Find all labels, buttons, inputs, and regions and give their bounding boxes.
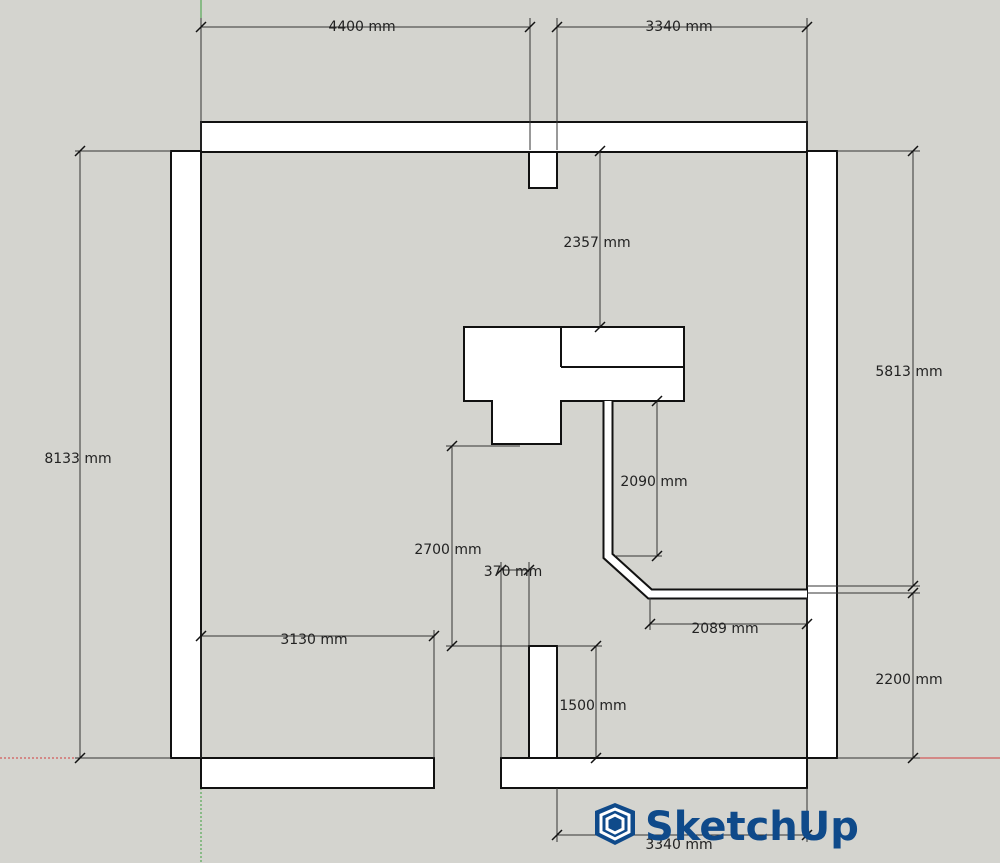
sketchup-logo-text: SketchUp [645,804,859,850]
wall-top[interactable] [200,121,808,153]
duct-inner [604,401,807,598]
central-block [463,326,685,445]
dim-top-right[interactable]: 3340 mm [645,19,712,35]
dim-duct-vertical[interactable]: 2090 mm [620,474,687,490]
dim-opening-width[interactable]: 370 mm [484,564,542,580]
dim-top-to-block[interactable]: 2357 mm [563,235,630,251]
dim-diag-height[interactable]: 2700 mm [414,542,481,558]
walls [170,121,838,789]
wall-left[interactable] [170,150,202,759]
dim-bottom-left[interactable]: 3130 mm [280,632,347,648]
sketchup-logo: SketchUp [595,803,859,850]
dim-top-left[interactable]: 4400 mm [328,19,395,35]
dimension-lines [74,18,920,842]
dimension-labels: 4400 mm 3340 mm 8133 mm 5813 mm 2200 mm … [44,19,942,853]
wall-right[interactable] [806,150,838,759]
dim-right-upper[interactable]: 5813 mm [875,364,942,380]
wall-bottom-left[interactable] [200,757,435,789]
wall-bottom-pillar[interactable] [528,645,558,759]
duct[interactable] [602,401,807,600]
duct-outer [602,401,807,600]
block-body[interactable] [463,326,685,445]
dim-pillar-height[interactable]: 1500 mm [559,698,626,714]
wall-top-stub[interactable] [528,151,558,189]
dim-duct-horizontal[interactable]: 2089 mm [691,621,758,637]
dim-bottom-right[interactable]: 3340 mm [645,837,712,853]
dim-right-lower[interactable]: 2200 mm [875,672,942,688]
dim-left-height[interactable]: 8133 mm [44,451,111,467]
sketchup-logo-icon [595,803,635,845]
wall-bottom-right[interactable] [500,757,808,789]
